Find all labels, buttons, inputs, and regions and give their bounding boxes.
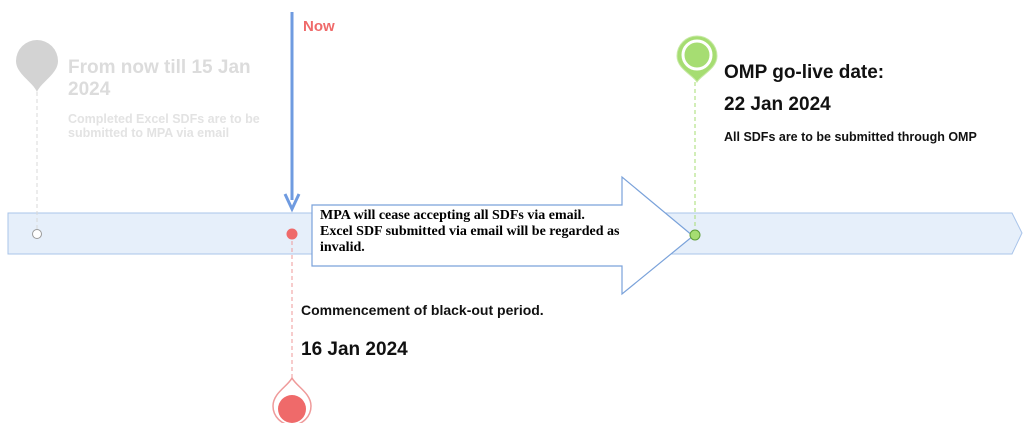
now-pin-fill: [278, 395, 306, 423]
notice-text: MPA will cease accepting all SDFs via em…: [320, 208, 620, 255]
now-timeline-dot: [286, 228, 298, 240]
go-live-title: OMP go-live date:: [724, 62, 885, 83]
past-location-pin-icon: [16, 40, 58, 92]
go-live-description: All SDFs are to be submitted through OMP: [724, 130, 977, 144]
past-milestone-title: From now till 15 Jan 2024: [68, 57, 251, 100]
now-label: Now: [303, 18, 335, 35]
go-live-pin-inner: [681, 39, 713, 71]
go-live-timeline-dot: [689, 229, 701, 241]
past-milestone-description: Completed Excel SDFs are to be submitted…: [68, 112, 260, 140]
past-timeline-dot: [32, 229, 42, 239]
now-arrow-head: [283, 193, 301, 213]
blackout-event-label: Commencement of black-out period.: [301, 302, 544, 318]
notice-arrow-shape: [311, 175, 694, 296]
blackout-date: 16 Jan 2024: [301, 339, 408, 360]
go-live-date: 22 Jan 2024: [724, 94, 831, 115]
